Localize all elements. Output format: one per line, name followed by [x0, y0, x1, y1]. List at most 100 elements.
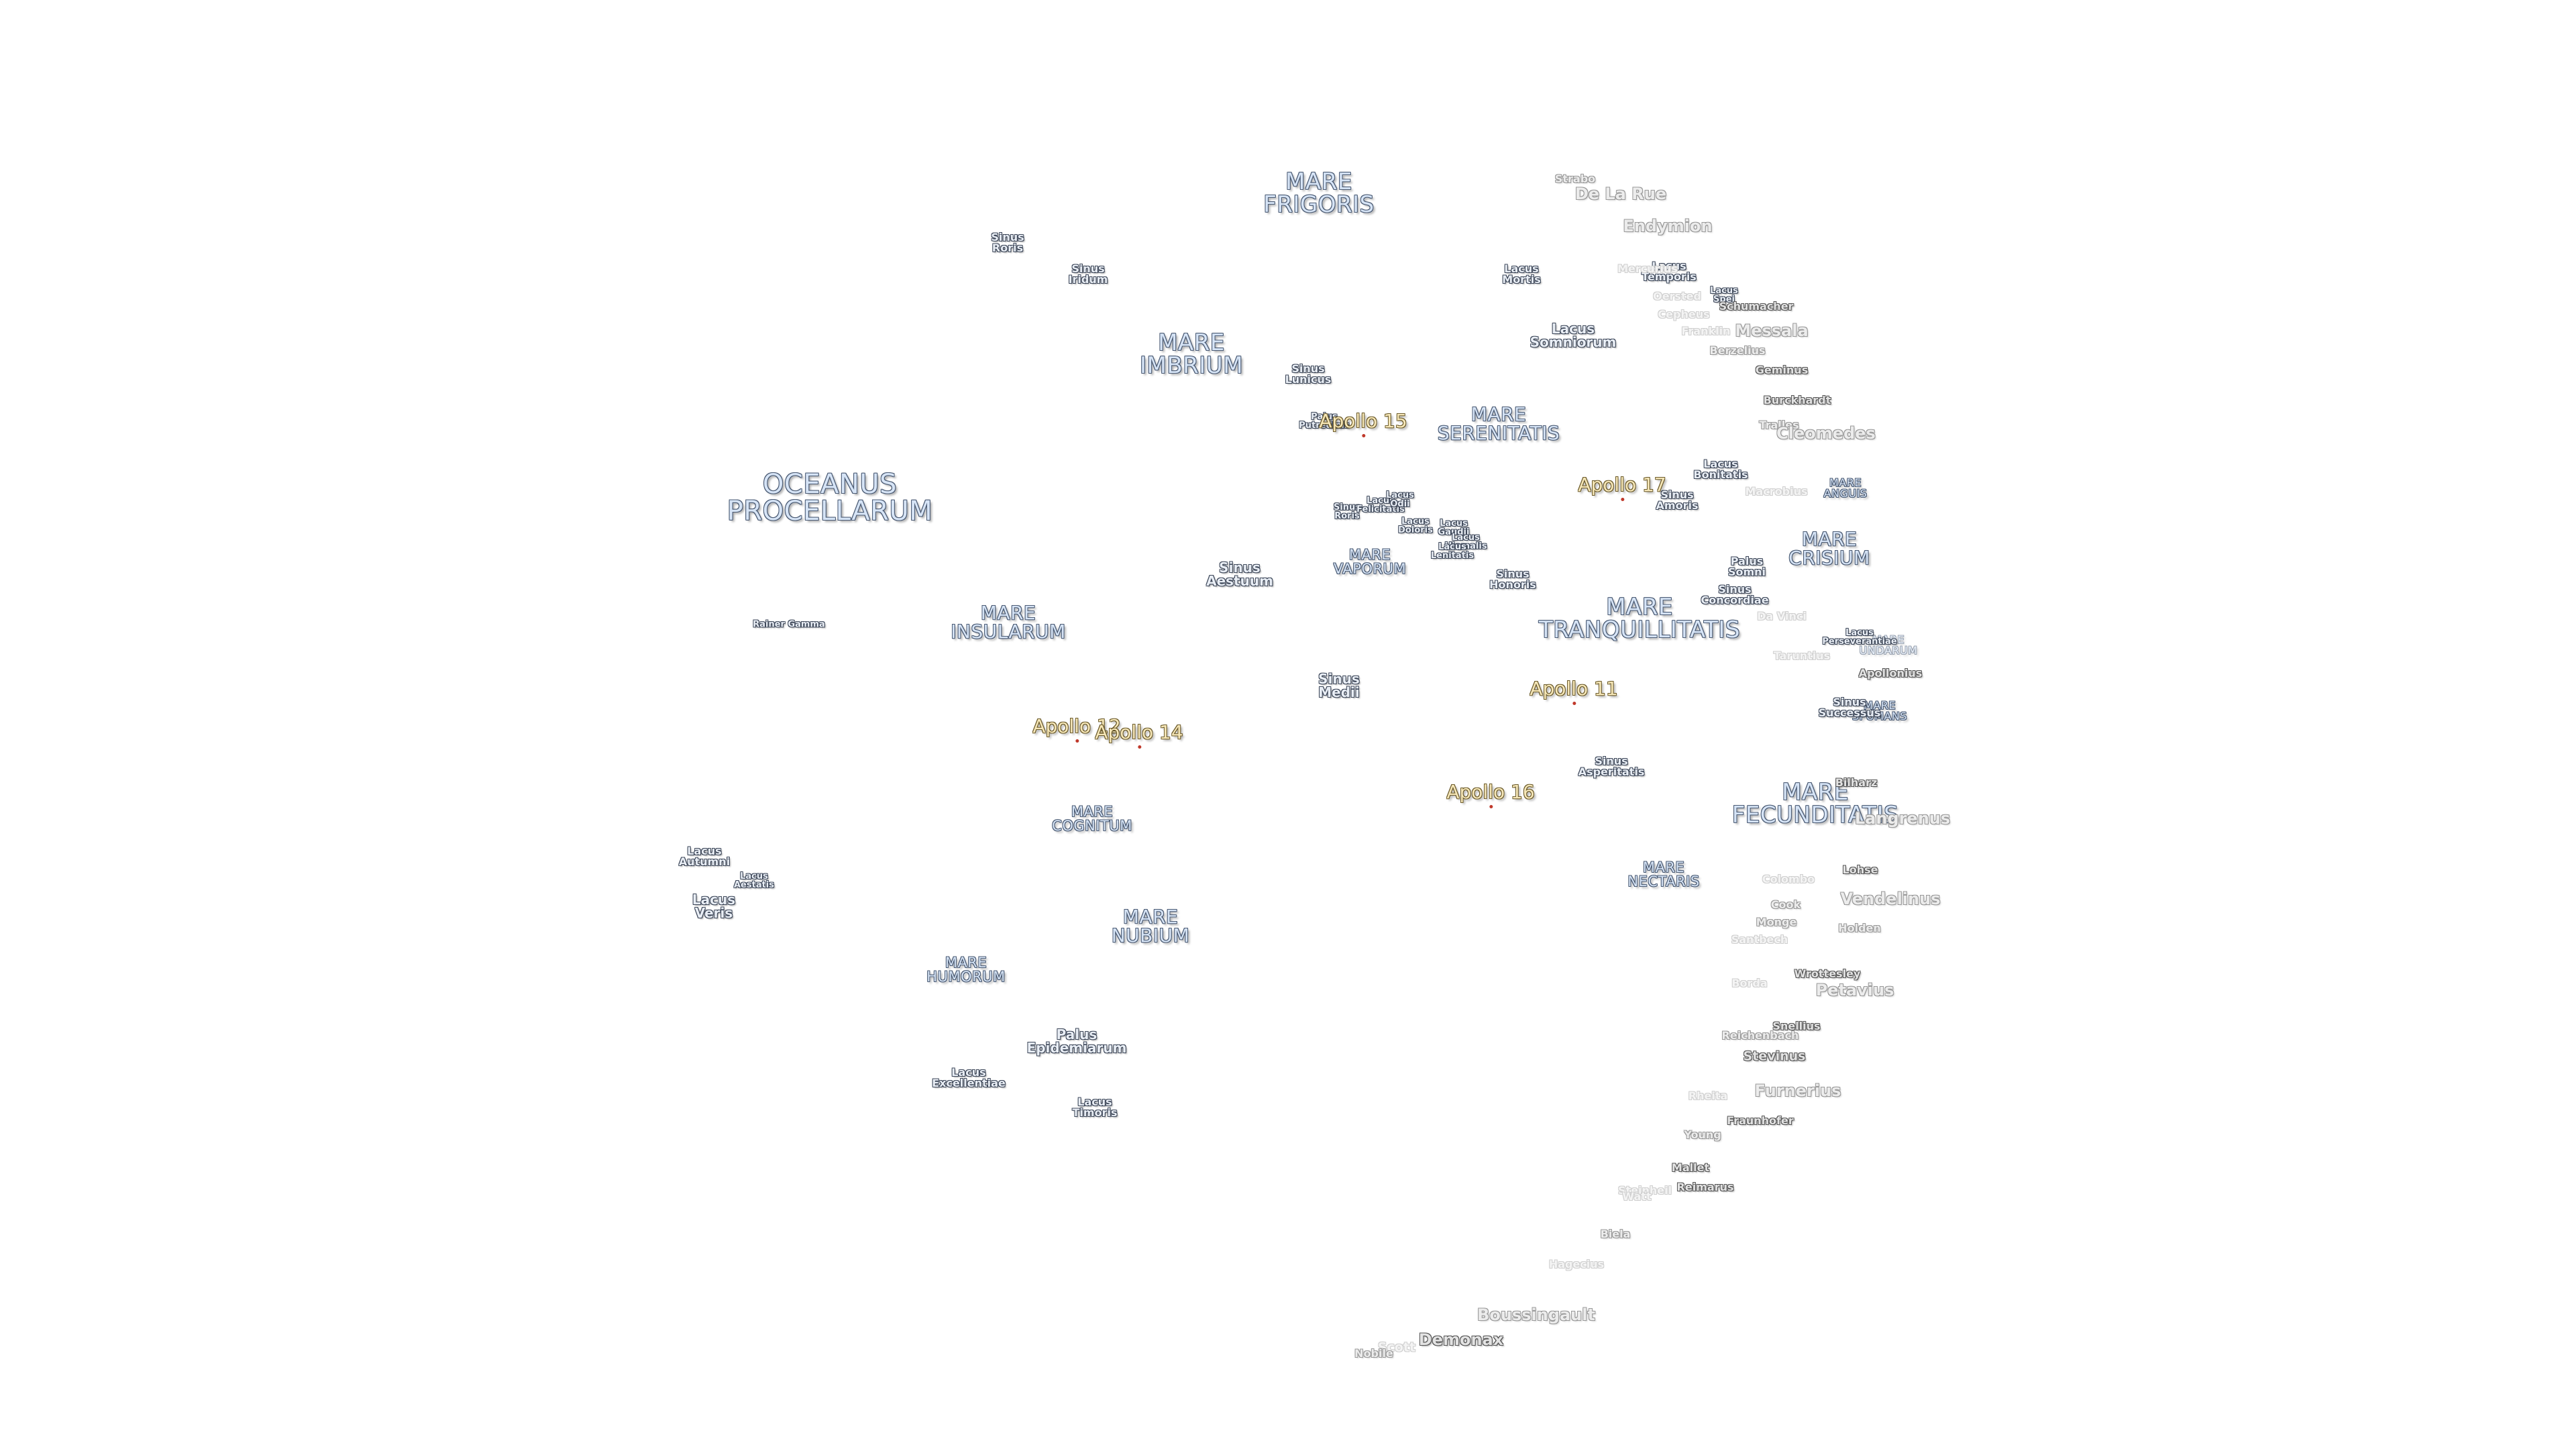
crater-label-cleomedes: Cleomedes: [1776, 424, 1876, 443]
landing-site-marker-icon: [1621, 498, 1624, 501]
feature-label-lacus-odii: Lacus Odii: [1386, 490, 1414, 509]
feature-label-sinus-honoris: Sinus Honoris: [1489, 568, 1536, 591]
crater-label-steinheil: Steinheil: [1617, 1184, 1672, 1197]
feature-label-lacus-lenitatis: Lacus Lenitatis: [1430, 542, 1474, 561]
crater-label-monge: Monge: [1756, 916, 1797, 928]
apollo-site-name: Apollo 12: [1032, 715, 1121, 737]
mare-label-imbrium: MARE IMBRIUM: [1139, 329, 1244, 379]
feature-label-lacus-perseverantiae: Lacus Perseverantiae: [1822, 628, 1897, 647]
crater-label-young: Young: [1684, 1128, 1721, 1141]
feature-label-lacus-spei: Lacus Spei: [1710, 286, 1738, 305]
crater-label-apollonius: Apollonius: [1858, 667, 1923, 680]
mare-label-spumans: MARE SPUMANS: [1852, 699, 1907, 722]
mare-label-tranquillitatis: MARE TRANQUILLITATIS: [1539, 594, 1740, 643]
feature-label-lacus-bonitatis: Lacus Bonitatis: [1693, 458, 1748, 481]
crater-label-oersted: Oersted: [1653, 290, 1701, 303]
feature-label-sinus-iridum: Sinus Iridum: [1068, 262, 1108, 286]
apollo-site-label: Apollo 11: [1529, 678, 1618, 705]
crater-label-colombo: Colombo: [1762, 873, 1815, 885]
feature-label-sinus-successus: Sinus Successus: [1818, 696, 1881, 719]
apollo-site-name: Apollo 16: [1446, 781, 1535, 803]
apollo-site-label: Apollo 16: [1446, 781, 1535, 808]
crater-label-watt: Watt: [1622, 1190, 1652, 1203]
mare-label-nectaris: MARE NECTARIS: [1627, 859, 1700, 890]
apollo-site-name: Apollo 15: [1319, 410, 1407, 432]
crater-label-geminus: Geminus: [1755, 364, 1809, 376]
crater-label-wrottesley: Wrottesley: [1794, 967, 1861, 980]
feature-label-palus-epidemiarum: Palus Epidemiarum: [1026, 1026, 1127, 1056]
crater-label-nobile: Nobile: [1354, 1347, 1393, 1360]
crater-label-schumacher: Schumacher: [1719, 300, 1794, 313]
crater-label-fraunhofer: Fraunhofer: [1727, 1114, 1794, 1127]
feature-label-sinus-aestuum: Sinus Aestuum: [1206, 559, 1273, 589]
crater-label-berzelius: Berzelius: [1709, 344, 1766, 357]
crater-label-bilharz: Bilharz: [1835, 776, 1878, 789]
crater-label-reichenbach: Reichenbach: [1721, 1029, 1799, 1042]
feature-label-lacus-excellentiae: Lacus Excellentiae: [932, 1066, 1006, 1089]
crater-label-cepheus: Cepheus: [1658, 308, 1710, 321]
crater-label-lohse: Lohse: [1842, 863, 1878, 876]
crater-label-cook: Cook: [1770, 898, 1801, 911]
crater-label-tralles: Tralles: [1759, 419, 1799, 431]
crater-label-mallet: Mallet: [1671, 1161, 1710, 1174]
landing-site-marker-icon: [1489, 805, 1493, 808]
crater-label-borda: Borda: [1731, 977, 1768, 989]
feature-label-lacus-gaudii: Lacus Gaudii: [1438, 519, 1470, 537]
feature-label-sinus-roris: Sinus Roris: [991, 231, 1024, 254]
crater-label-da-vinci: Da Vinci: [1757, 610, 1807, 623]
crater-label-reimarus: Reimarus: [1676, 1181, 1734, 1193]
apollo-site-label: Apollo 17: [1578, 474, 1666, 501]
feature-label-lacus-autumni: Lacus Autumni: [678, 845, 731, 868]
mare-label-vaporum: MARE VAPORUM: [1333, 547, 1407, 577]
crater-label-holden: Holden: [1838, 922, 1881, 934]
mare-label-frigoris: MARE FRIGORIS: [1263, 168, 1375, 218]
mare-label-serenitatis: MARE SERENITATIS: [1437, 403, 1560, 444]
crater-label-rheita: Rheita: [1688, 1089, 1728, 1102]
mare-label-humorum: MARE HUMORUM: [926, 955, 1006, 985]
crater-label-hagecius: Hagecius: [1548, 1258, 1605, 1271]
crater-label-santbech: Santbech: [1731, 933, 1788, 946]
crater-label-messala: Messala: [1735, 321, 1809, 340]
crater-label-endymion: Endymion: [1623, 217, 1713, 235]
feature-label-lacus-mortis: Lacus Mortis: [1502, 262, 1541, 286]
crater-label-vendelinus: Vendelinus: [1840, 890, 1941, 908]
crater-label-biela: Biela: [1600, 1228, 1631, 1240]
feature-label-lacus-hiemalis: Lacus Hiemalis: [1444, 533, 1487, 551]
feature-label-lacus-somniorum: Lacus Somniorum: [1529, 321, 1617, 350]
feature-label-sinus-roris-small: Sinus Roris: [1333, 502, 1361, 521]
apollo-site-label: Apollo 14: [1095, 723, 1183, 749]
feature-label-sinus-amoris: Sinus Amoris: [1656, 488, 1699, 512]
crater-label-taruntius: Taruntius: [1773, 649, 1831, 662]
crater-label-mercurius: Mercurius: [1617, 262, 1678, 275]
apollo-site-name: Apollo 11: [1529, 678, 1618, 700]
apollo-site-name: Apollo 17: [1578, 474, 1666, 496]
feature-label-sinus-concordiae: Sinus Concordiae: [1701, 583, 1769, 606]
feature-label-sinus-lunicus: Sinus Lunicus: [1285, 362, 1332, 386]
feature-label-lacus-aestatis: Lacus Aestatis: [733, 871, 775, 890]
crater-label-de-la-rue: De La Rue: [1574, 184, 1667, 203]
landing-site-marker-icon: [1075, 739, 1079, 743]
crater-label-burckhardt: Burckhardt: [1763, 394, 1831, 407]
feature-label-lacus-temporis: Lacus Temporis: [1642, 260, 1697, 283]
crater-label-snellius: Snellius: [1772, 1020, 1821, 1032]
crater-label-petavius: Petavius: [1815, 981, 1894, 1000]
landing-site-marker-icon: [1572, 702, 1576, 705]
feature-label-lacus-felicitatis: Lacus Felicitatis: [1356, 496, 1405, 515]
feature-label-sinus-asperitatis: Sinus Asperitatis: [1578, 755, 1645, 778]
mare-label-fecunditatis: MARE FECUNDITATIS: [1731, 779, 1899, 828]
feature-label-palus-putredinis: Palus Putredinis: [1299, 412, 1350, 431]
crater-label-scott: Scott: [1377, 1340, 1416, 1355]
mare-label-anguis: MARE ANGUIS: [1823, 476, 1868, 500]
crater-label-langrenus: Langrenus: [1854, 809, 1951, 828]
mare-label-nubium: MARE NUBIUM: [1111, 906, 1190, 947]
apollo-site-label: Apollo 12: [1032, 715, 1121, 743]
apollo-site-label: Apollo 15: [1319, 410, 1407, 437]
mare-label-crisium: MARE CRISIUM: [1788, 528, 1870, 569]
crater-label-furnerius: Furnerius: [1754, 1081, 1841, 1100]
landing-site-marker-icon: [1362, 434, 1365, 437]
mare-label-oceanus-procellarum: OCEANUS PROCELLARUM: [727, 469, 933, 527]
mare-label-insularum: MARE INSULARUM: [951, 602, 1066, 643]
feature-label-palus-somni: Palus Somni: [1727, 555, 1766, 578]
crater-label-macrobius: Macrobius: [1745, 485, 1808, 498]
